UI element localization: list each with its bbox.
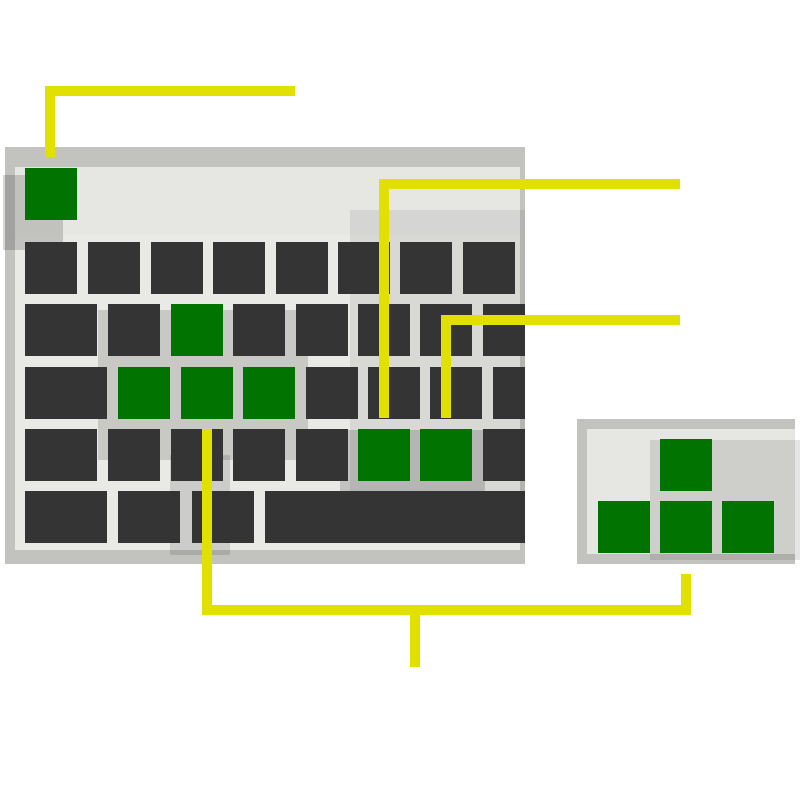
key[interactable] bbox=[276, 242, 328, 294]
key[interactable] bbox=[483, 429, 525, 481]
key[interactable] bbox=[233, 304, 285, 356]
key-row-4 bbox=[25, 429, 525, 481]
highlighted-keys bbox=[25, 168, 472, 481]
key[interactable] bbox=[463, 242, 515, 294]
callout-escape bbox=[45, 86, 295, 157]
key[interactable] bbox=[192, 491, 254, 543]
wasd-down-key[interactable] bbox=[181, 367, 233, 419]
escape-key[interactable] bbox=[25, 168, 77, 220]
key[interactable] bbox=[483, 304, 525, 356]
key[interactable] bbox=[88, 242, 140, 294]
key[interactable] bbox=[430, 367, 482, 419]
spacebar-key[interactable] bbox=[265, 491, 525, 543]
key[interactable] bbox=[151, 242, 203, 294]
bracket-right-key[interactable] bbox=[420, 429, 472, 481]
wasd-left-key[interactable] bbox=[118, 367, 170, 419]
key[interactable] bbox=[171, 429, 223, 481]
key[interactable] bbox=[213, 242, 265, 294]
main-keyboard-top-panel bbox=[15, 167, 520, 235]
arrow-left-key[interactable] bbox=[598, 501, 650, 553]
key[interactable] bbox=[296, 429, 348, 481]
wasd-right-key[interactable] bbox=[243, 367, 295, 419]
key[interactable] bbox=[368, 367, 420, 419]
callout-bracket-right bbox=[441, 315, 680, 418]
wasd-up-key[interactable] bbox=[171, 304, 223, 356]
key[interactable] bbox=[118, 491, 180, 543]
key[interactable] bbox=[493, 367, 525, 419]
key[interactable] bbox=[296, 304, 348, 356]
arrow-right-key[interactable] bbox=[722, 501, 774, 553]
key-row-5 bbox=[25, 491, 525, 543]
key[interactable] bbox=[25, 491, 107, 543]
key[interactable] bbox=[25, 367, 107, 419]
key[interactable] bbox=[25, 242, 77, 294]
callout-lines bbox=[45, 86, 691, 667]
bracket-left-key[interactable] bbox=[358, 429, 410, 481]
callout-bracket-left bbox=[379, 179, 680, 418]
key[interactable] bbox=[108, 429, 160, 481]
arrow-up-key[interactable] bbox=[660, 439, 712, 491]
key[interactable] bbox=[233, 429, 285, 481]
key[interactable] bbox=[306, 367, 358, 419]
key[interactable] bbox=[108, 304, 160, 356]
arrow-down-key[interactable] bbox=[660, 501, 712, 553]
key[interactable] bbox=[25, 304, 97, 356]
key-row-3 bbox=[25, 367, 525, 419]
arrow-key-block bbox=[577, 419, 800, 564]
key[interactable] bbox=[400, 242, 452, 294]
key-row-1 bbox=[25, 242, 515, 294]
callout-movement-bracket bbox=[202, 429, 691, 615]
key[interactable] bbox=[25, 429, 97, 481]
